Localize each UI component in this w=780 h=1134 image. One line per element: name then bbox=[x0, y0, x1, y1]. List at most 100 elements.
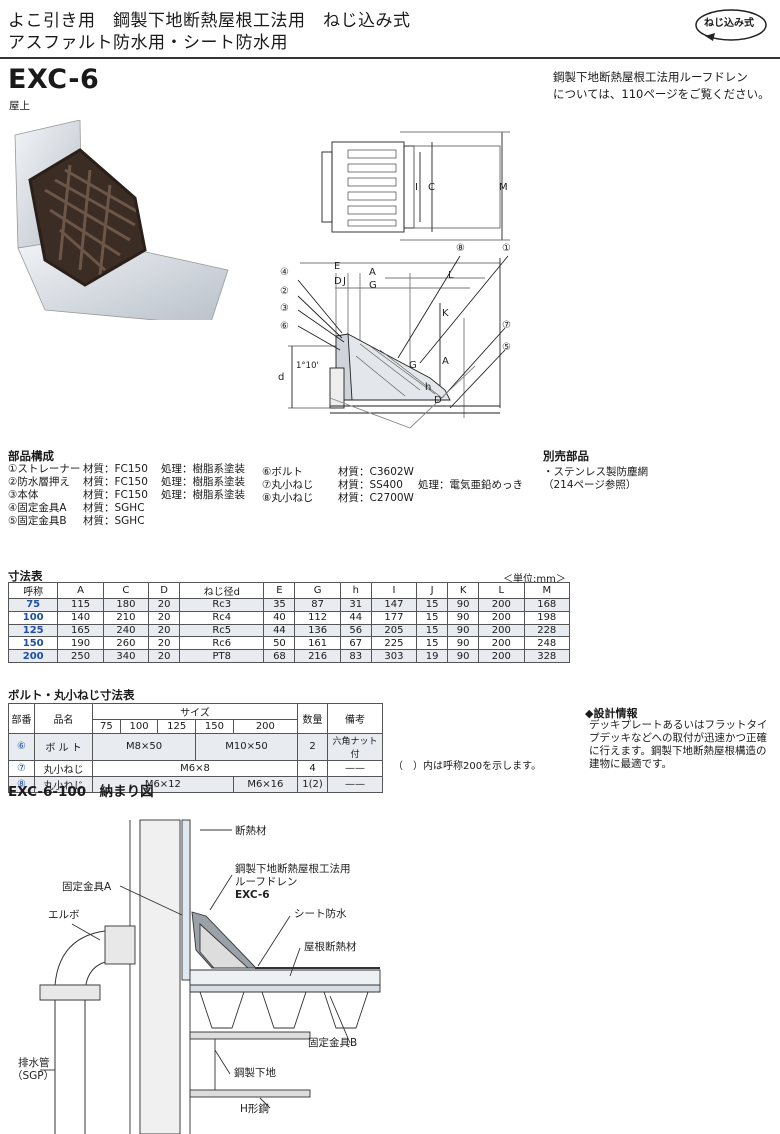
table-cell: 228 bbox=[523, 623, 571, 638]
dim-D: D bbox=[334, 276, 342, 287]
table-cell: 15 bbox=[416, 623, 449, 638]
column-header: L bbox=[478, 582, 525, 599]
table-cell: PT8 bbox=[179, 649, 265, 663]
dim-I: I bbox=[415, 182, 418, 193]
table-cell: Rc5 bbox=[179, 623, 265, 638]
table-cell: 225 bbox=[370, 636, 418, 651]
dim-table-title: 寸法表 bbox=[8, 569, 43, 583]
label-pipe-2: （SGP） bbox=[12, 1070, 54, 1082]
dim-G: G bbox=[369, 280, 377, 291]
technical-drawing: C I M E D J A G L K G A h D d 1°10' ④ ② … bbox=[278, 131, 511, 429]
column-header: h bbox=[339, 582, 372, 599]
table-cell: 200 bbox=[478, 623, 525, 638]
column-header: A bbox=[57, 582, 104, 599]
table-cell: 328 bbox=[523, 649, 571, 663]
table-cell: 161 bbox=[294, 636, 341, 651]
table-cell: 40 bbox=[263, 610, 296, 625]
table-cell: 205 bbox=[370, 623, 418, 638]
design-body: デッキプレートあるいはフラットタイプデッキなどへの取付が迅速かつ正確に行えます。… bbox=[589, 719, 768, 770]
label-insulation: 断熱材 bbox=[235, 824, 267, 837]
table-cell: 216 bbox=[294, 649, 341, 663]
dim-M: M bbox=[499, 182, 508, 193]
table-cell: 198 bbox=[523, 610, 571, 625]
column-header: E bbox=[263, 582, 296, 599]
bolt-footnote: （ ）内は呼称200を示します。 bbox=[393, 761, 542, 772]
table-row: ⑧ 丸小ねじ M6×12 M6×16 1(2) —— bbox=[8, 775, 383, 793]
table-cell: 20 bbox=[148, 598, 181, 612]
table-cell: 115 bbox=[57, 598, 104, 612]
table-cell: 200 bbox=[478, 610, 525, 625]
bolt-table-title: ボルト・丸小ねじ寸法表 bbox=[8, 688, 135, 702]
label-steel: 鋼製下地 bbox=[234, 1066, 276, 1079]
label-fixB: 固定金具B bbox=[308, 1036, 357, 1049]
table-cell: 19 bbox=[416, 649, 449, 663]
table-cell: 20 bbox=[148, 610, 181, 625]
table-cell: 147 bbox=[370, 598, 418, 612]
dim-table-unit: ＜単位:mm＞ bbox=[503, 574, 566, 585]
dim-C: C bbox=[428, 182, 435, 193]
table-cell: 56 bbox=[339, 623, 372, 638]
dim-D2: D bbox=[434, 395, 442, 406]
table-cell: 100 bbox=[7, 610, 59, 625]
callout-7: ⑦ bbox=[502, 320, 511, 331]
table-cell: 177 bbox=[370, 610, 418, 625]
label-drain-1: 鋼製下地断熱屋根工法用 bbox=[235, 862, 351, 875]
table-cell: 67 bbox=[339, 636, 372, 651]
table-cell: 15 bbox=[416, 598, 449, 612]
table-cell: 250 bbox=[57, 649, 104, 663]
callout-8: ⑧ bbox=[456, 243, 465, 254]
table-cell: 20 bbox=[148, 636, 181, 651]
dim-L: L bbox=[448, 270, 454, 281]
table-cell: 200 bbox=[478, 649, 525, 663]
table-cell: Rc3 bbox=[179, 598, 265, 612]
dim-K: K bbox=[442, 308, 449, 319]
table-cell: 165 bbox=[57, 623, 104, 638]
column-header: I bbox=[370, 582, 418, 599]
table-row: ⑦ 丸小ねじ M6×8 4 —— bbox=[8, 759, 383, 777]
table-header-row: 部番 品名 サイズ 数量 備考 bbox=[8, 703, 383, 734]
table-cell: 15 bbox=[416, 636, 449, 651]
table-cell: 90 bbox=[447, 649, 480, 663]
dim-h: h bbox=[425, 382, 431, 393]
table-cell: 210 bbox=[102, 610, 150, 625]
design-title: ◆設計情報 bbox=[585, 707, 638, 720]
column-header: M bbox=[523, 582, 571, 599]
column-header: G bbox=[294, 582, 341, 599]
table-cell: 90 bbox=[447, 610, 480, 625]
header-rule bbox=[0, 57, 780, 59]
label-roof-insulation: 屋根断熱材 bbox=[304, 940, 357, 953]
rotate-arrow-icon bbox=[695, 9, 767, 41]
table-cell: 200 bbox=[478, 636, 525, 651]
optional-list: ・ステンレス製防塵網 （214ページ参照） bbox=[543, 466, 648, 491]
dim-A: A bbox=[369, 267, 376, 278]
optional-title: 別売部品 bbox=[543, 449, 589, 463]
callout-2: ② bbox=[280, 286, 289, 297]
table-cell: 75 bbox=[7, 598, 59, 612]
bolt-table: 部番 品名 サイズ 数量 備考 75 100 125 150 200 ⑥ ボ ル… bbox=[8, 703, 383, 793]
label-fixA: 固定金具A bbox=[62, 880, 112, 893]
table-row: ⑥ ボ ル ト M8×50 M10×50 2 六角ナット付 bbox=[8, 732, 383, 761]
table-cell: 20 bbox=[148, 649, 181, 663]
label-sheet: シート防水 bbox=[294, 907, 347, 920]
dim-d: d bbox=[278, 372, 284, 383]
column-header: J bbox=[416, 582, 449, 599]
table-cell: 35 bbox=[263, 598, 296, 612]
column-header: D bbox=[148, 582, 181, 599]
table-cell: 240 bbox=[102, 623, 150, 638]
product-photo bbox=[14, 120, 229, 320]
table-cell: 44 bbox=[263, 623, 296, 638]
table-cell: 200 bbox=[7, 649, 59, 663]
part-row: ⑧丸小ねじ材質：C2700W bbox=[262, 492, 414, 504]
callout-3: ③ bbox=[280, 303, 289, 314]
label-hbeam: H形鋼 bbox=[240, 1102, 269, 1115]
label-drain-2: ルーフドレン bbox=[235, 876, 297, 888]
table-cell: 112 bbox=[294, 610, 341, 625]
